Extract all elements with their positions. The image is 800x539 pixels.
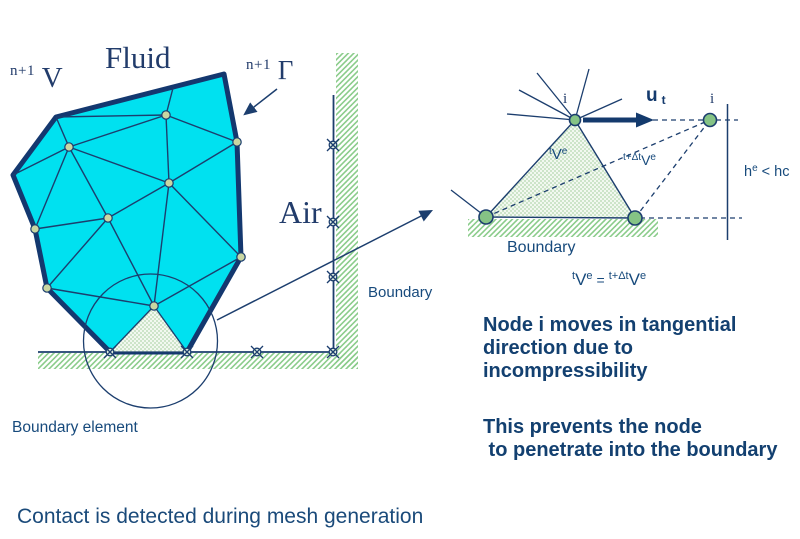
fluid-label: Fluid [105,40,171,75]
eq-lhs-exp: e [586,270,593,282]
eq-rhs-base: V [628,270,640,289]
vol-new-sup: t+Δt [623,152,642,163]
wall-boundary-label: Boundary [368,284,433,301]
vol-new-base: V [641,152,651,168]
height-exp: e [752,163,758,174]
gamma-arrow [243,88,278,116]
velocity-subscript: t [661,93,666,107]
note-tangential-motion: Node i moves in tangential direction due… [483,314,736,383]
highlight-circle [82,273,219,409]
footer-statement: Contact is detected during mesh generati… [17,505,424,528]
velocity-arrow [583,112,654,128]
node-i-old-label: i [563,91,568,107]
detail-boundary-hatch [468,219,658,237]
detail-nodes [478,112,718,226]
floor-hatch-horizontal [38,353,358,369]
gamma-label: n+1 Γ [246,57,293,84]
eq-equals: = [596,272,605,288]
zoom-arrow [216,209,434,321]
note-penetration-prevention: This prevents the node to penetrate into… [483,416,777,461]
detail-element-triangle [484,118,637,219]
eq-lhs-base: V [575,270,587,289]
air-label: Air [279,194,322,230]
node-i-new-label: i [710,91,715,107]
node-i-old [568,113,582,127]
height-rest: < hc [757,164,790,180]
volume-superscript: n+1 [10,63,35,79]
volume-symbol: V [41,62,63,94]
volume-equation: tVe=t+ΔtVe [572,270,647,289]
displaced-element-dashed-lines [485,119,742,219]
fluid-mesh-nodes [30,110,246,311]
wall-hatch-vertical [336,53,358,367]
boundary-element-triangle [108,304,189,353]
gamma-superscript: n+1 [246,57,271,73]
height-condition-label: he < hc [744,164,789,180]
element-volume-old-label: tVe [549,146,568,163]
note2-line2: to penetrate into the boundary [483,438,778,461]
element-volume-new-label: t+ΔtVe [623,152,656,168]
fluid-mesh-lines [12,87,242,307]
volume-label: n+1 V [10,64,63,93]
detail-boundary-label: Boundary [507,239,576,256]
eq-rhs-exp: e [639,270,647,282]
note1-line2: direction due to [483,337,633,359]
vol-old-sup: t [549,146,552,157]
height-base: h [744,164,753,180]
note2-line1: This prevents the node [483,416,702,438]
vol-old-exp: e [561,146,568,157]
boundary-element-label: Boundary element [12,419,138,436]
note1-line1: Node i moves in tangential [483,314,737,336]
velocity-symbol: u [646,85,658,106]
node-i-new [702,112,718,128]
vol-new-exp: e [650,152,656,163]
vol-old-base: V [551,146,562,163]
gamma-symbol: Γ [277,55,294,85]
eq-rhs-sup: t+Δt [608,270,629,282]
note1-line3: incompressibility [483,360,648,382]
eq-lhs-sup: t [572,270,576,282]
